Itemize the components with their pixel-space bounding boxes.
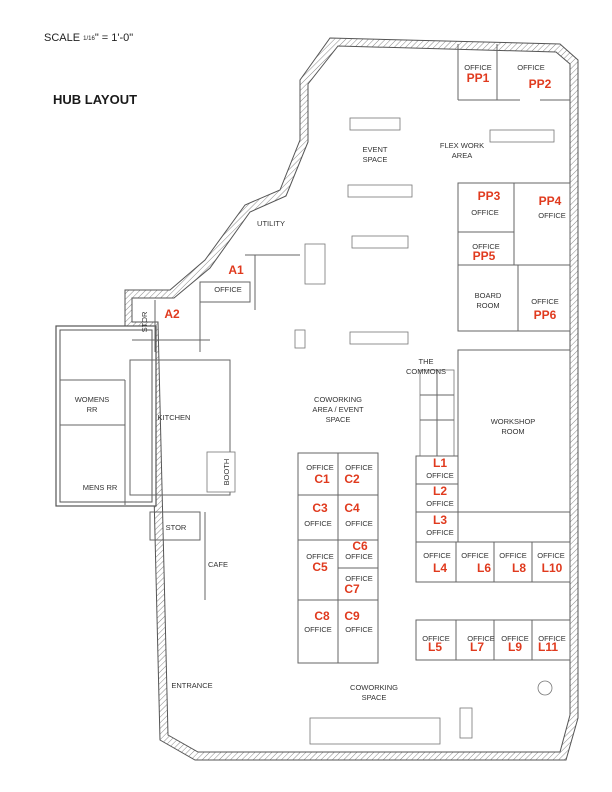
board-room-label-2: ROOM xyxy=(476,301,499,310)
womens-rr-label: WOMENS xyxy=(75,395,110,404)
code-l8: L8 xyxy=(512,561,526,575)
code-pp5: PP5 xyxy=(473,249,496,263)
room-labels: EVENT SPACE FLEX WORK AREA UTILITY OFFIC… xyxy=(75,63,566,702)
kitchen-label: KITCHEN xyxy=(158,413,191,422)
interior-walls xyxy=(60,44,571,664)
booth-label: BOOTH xyxy=(222,459,231,486)
code-c8: C8 xyxy=(314,609,330,623)
event-space-label-2: SPACE xyxy=(363,155,388,164)
cafe-label: CAFE xyxy=(208,560,228,569)
code-l10: L10 xyxy=(542,561,563,575)
commons-label: THE xyxy=(419,357,434,366)
page-title: HUB LAYOUT xyxy=(53,92,138,107)
stor-label-vertical: STOR xyxy=(140,311,149,332)
office-pp5-label: OFFICE xyxy=(472,242,500,251)
office-c9-label: OFFICE xyxy=(345,625,373,634)
code-l11: L11 xyxy=(538,640,558,654)
code-l2: L2 xyxy=(433,484,447,498)
code-pp1: PP1 xyxy=(467,71,490,85)
scale-label: SCALE 1/16" = 1'-0" xyxy=(44,32,134,44)
office-c5-label: OFFICE xyxy=(306,552,334,561)
code-l1: L1 xyxy=(433,456,447,470)
workshop-label: WORKSHOP xyxy=(491,417,536,426)
coworking-event-label-2: AREA / EVENT xyxy=(312,405,364,414)
code-c7: C7 xyxy=(344,582,360,596)
code-c4: C4 xyxy=(344,501,360,515)
commons-label-2: COMMONS xyxy=(406,367,446,376)
office-pp6-label: OFFICE xyxy=(531,297,559,306)
office-c1-label: OFFICE xyxy=(306,463,334,472)
code-pp2: PP2 xyxy=(529,77,552,91)
office-c7-label: OFFICE xyxy=(345,574,373,583)
office-l3-label: OFFICE xyxy=(426,528,454,537)
entrance-label: ENTRANCE xyxy=(171,681,212,690)
utility-label: UTILITY xyxy=(257,219,285,228)
code-pp4: PP4 xyxy=(539,194,562,208)
code-l6: L6 xyxy=(477,561,491,575)
code-c3: C3 xyxy=(312,501,328,515)
flex-work-label: FLEX WORK xyxy=(440,141,484,150)
office-l10-label: OFFICE xyxy=(537,551,565,560)
code-a2: A2 xyxy=(164,307,180,321)
a1-office-label: OFFICE xyxy=(214,285,242,294)
code-c5: C5 xyxy=(312,560,328,574)
coworking-space-label: COWORKING xyxy=(350,683,398,692)
flex-work-label-2: AREA xyxy=(452,151,472,160)
code-pp6: PP6 xyxy=(534,308,557,322)
code-c1: C1 xyxy=(314,472,330,486)
code-a1: A1 xyxy=(228,263,244,277)
office-l6-label: OFFICE xyxy=(461,551,489,560)
office-l7-label: OFFICE xyxy=(467,634,495,643)
code-l3: L3 xyxy=(433,513,447,527)
room-codes: PP1 PP2 PP3 PP4 PP5 PP6 A1 A2 C1 C2 C3 C… xyxy=(164,71,562,654)
office-c6-label: OFFICE xyxy=(345,552,373,561)
office-c8-label: OFFICE xyxy=(304,625,332,634)
code-l4: L4 xyxy=(433,561,447,575)
code-c2: C2 xyxy=(344,472,360,486)
board-room-label: BOARD xyxy=(475,291,502,300)
office-c4-label: OFFICE xyxy=(345,519,373,528)
furniture xyxy=(294,117,555,745)
workshop-label-2: ROOM xyxy=(501,427,524,436)
office-l4-label: OFFICE xyxy=(423,551,451,560)
code-c6: C6 xyxy=(352,539,368,553)
coworking-event-label: COWORKING xyxy=(314,395,362,404)
event-space-label: EVENT xyxy=(362,145,387,154)
office-l1-label: OFFICE xyxy=(426,471,454,480)
office-l5-label: OFFICE xyxy=(422,634,450,643)
office-l9-label: OFFICE xyxy=(501,634,529,643)
code-l5: L5 xyxy=(428,640,442,654)
code-l7: L7 xyxy=(470,640,484,654)
office-c3-label: OFFICE xyxy=(304,519,332,528)
code-c9: C9 xyxy=(344,609,360,623)
office-c2-label: OFFICE xyxy=(345,463,373,472)
office-pp1-label: OFFICE xyxy=(464,63,492,72)
mens-rr-label: MENS RR xyxy=(83,483,118,492)
office-l8-label: OFFICE xyxy=(499,551,527,560)
office-l2-label: OFFICE xyxy=(426,499,454,508)
office-pp4-label: OFFICE xyxy=(538,211,566,220)
coworking-space-label-2: SPACE xyxy=(362,693,387,702)
exterior-walls xyxy=(55,37,579,761)
code-l9: L9 xyxy=(508,640,522,654)
womens-rr-label-2: RR xyxy=(87,405,98,414)
code-pp3: PP3 xyxy=(478,189,501,203)
coworking-event-label-3: SPACE xyxy=(326,415,351,424)
office-pp2-label: OFFICE xyxy=(517,63,545,72)
office-l11-label: OFFICE xyxy=(538,634,566,643)
stor-label: STOR xyxy=(166,523,187,532)
office-pp3-label: OFFICE xyxy=(471,208,499,217)
